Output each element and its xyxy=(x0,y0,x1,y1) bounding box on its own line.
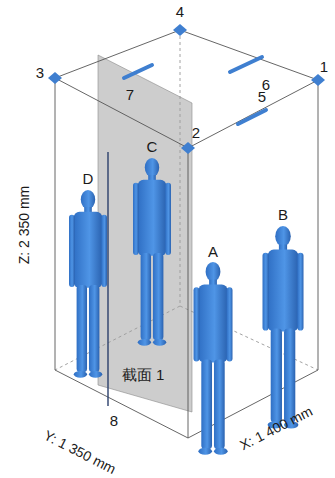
vent xyxy=(124,57,266,124)
person-label: A xyxy=(208,244,218,259)
corner-number: 4 xyxy=(176,4,184,19)
measuring-line xyxy=(107,152,108,406)
line-number: 8 xyxy=(110,413,118,428)
person-figures xyxy=(69,158,304,455)
dimension-label: Y: 1 350 mm xyxy=(42,428,118,476)
corner-number: 3 xyxy=(36,65,44,80)
person-label: D xyxy=(83,171,94,186)
corner-marker xyxy=(48,24,325,154)
vent-number: 7 xyxy=(126,87,134,102)
dimension-label: Z: 2 350 mm xyxy=(17,186,31,265)
person-figure xyxy=(263,226,304,429)
person-figure xyxy=(194,262,233,455)
person-label: B xyxy=(278,207,288,222)
corner-number: 2 xyxy=(192,125,200,140)
corner-number: 1 xyxy=(320,59,328,74)
person-figure xyxy=(69,190,107,378)
vent-number: 6 xyxy=(262,77,270,92)
cabin-edge xyxy=(55,30,318,438)
section-label: 截面 1 xyxy=(122,367,165,382)
person-label: C xyxy=(147,139,158,154)
person-figure xyxy=(133,158,171,346)
